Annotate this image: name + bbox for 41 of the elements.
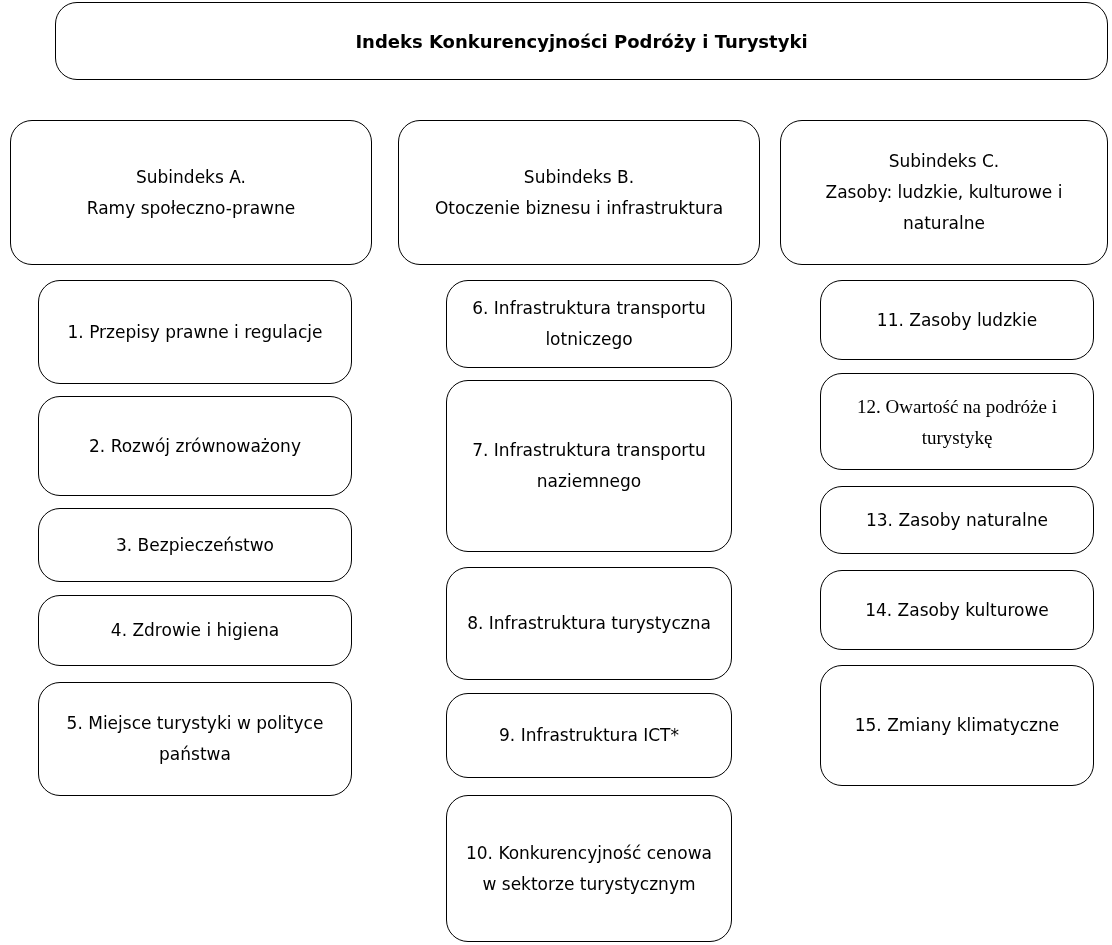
factor-box bbox=[820, 486, 1094, 554]
factor-text: 11. Zasoby ludzkie bbox=[876, 308, 1038, 332]
factor-box bbox=[446, 693, 732, 778]
factor-text: 12. Owartość na podróże i turystykę bbox=[856, 394, 1058, 450]
factor-box bbox=[38, 280, 352, 384]
category-text: Subindeks A. bbox=[136, 165, 246, 189]
factor-text: 2. Rozwój zrównoważony bbox=[89, 434, 301, 458]
category-text: Subindeks B. bbox=[523, 165, 635, 189]
factor-box bbox=[820, 280, 1094, 360]
factor-box bbox=[446, 280, 732, 368]
factor-box bbox=[820, 373, 1094, 470]
factor-text: 14. Zasoby kulturowe bbox=[865, 598, 1049, 622]
factor-text: 9. Infrastruktura ICT* bbox=[499, 724, 679, 747]
category-box bbox=[780, 120, 1108, 265]
factor-box bbox=[38, 682, 352, 796]
factor-box bbox=[820, 570, 1094, 650]
category-text: Ramy społeczno-prawne bbox=[86, 196, 296, 220]
category-text: Subindeks C. bbox=[888, 150, 1000, 173]
category-box bbox=[398, 120, 760, 265]
factor-text: 8. Infrastruktura turystyczna bbox=[467, 612, 711, 635]
category-text: Otoczenie biznesu i infrastruktura bbox=[434, 196, 724, 220]
factor-box bbox=[38, 396, 352, 496]
factor-text: 10. Konkurencyjność cenowa w sektorze turystycznym bbox=[464, 841, 714, 896]
category-text: Zasoby: ludzkie, kulturowe i naturalne bbox=[824, 181, 1064, 235]
factor-text: 4. Zdrowie i higiena bbox=[110, 619, 280, 642]
factor-text: 7. Infrastruktura transportu naziemnego bbox=[471, 439, 707, 493]
factor-text: 3. Bezpieczeństwo bbox=[116, 533, 274, 557]
title-box bbox=[55, 2, 1108, 80]
factor-text: 1. Przepisy prawne i regulacje bbox=[67, 320, 323, 344]
factor-box bbox=[446, 567, 732, 680]
factor-text: 5. Miejsce turystyki w polityce państwa bbox=[65, 712, 325, 766]
factor-text: 13. Zasoby naturalne bbox=[866, 508, 1048, 532]
title-text: Indeks Konkurencyjności Podróży i Turystyki bbox=[355, 29, 808, 54]
factor-box bbox=[446, 380, 732, 552]
factor-text: 15. Zmiany klimatyczne bbox=[854, 714, 1060, 737]
category-box bbox=[10, 120, 372, 265]
factor-box bbox=[820, 665, 1094, 786]
factor-text: 6. Infrastruktura transportu lotniczego bbox=[471, 297, 707, 351]
factor-box bbox=[38, 595, 352, 666]
factor-box bbox=[38, 508, 352, 582]
factor-box bbox=[446, 795, 732, 942]
